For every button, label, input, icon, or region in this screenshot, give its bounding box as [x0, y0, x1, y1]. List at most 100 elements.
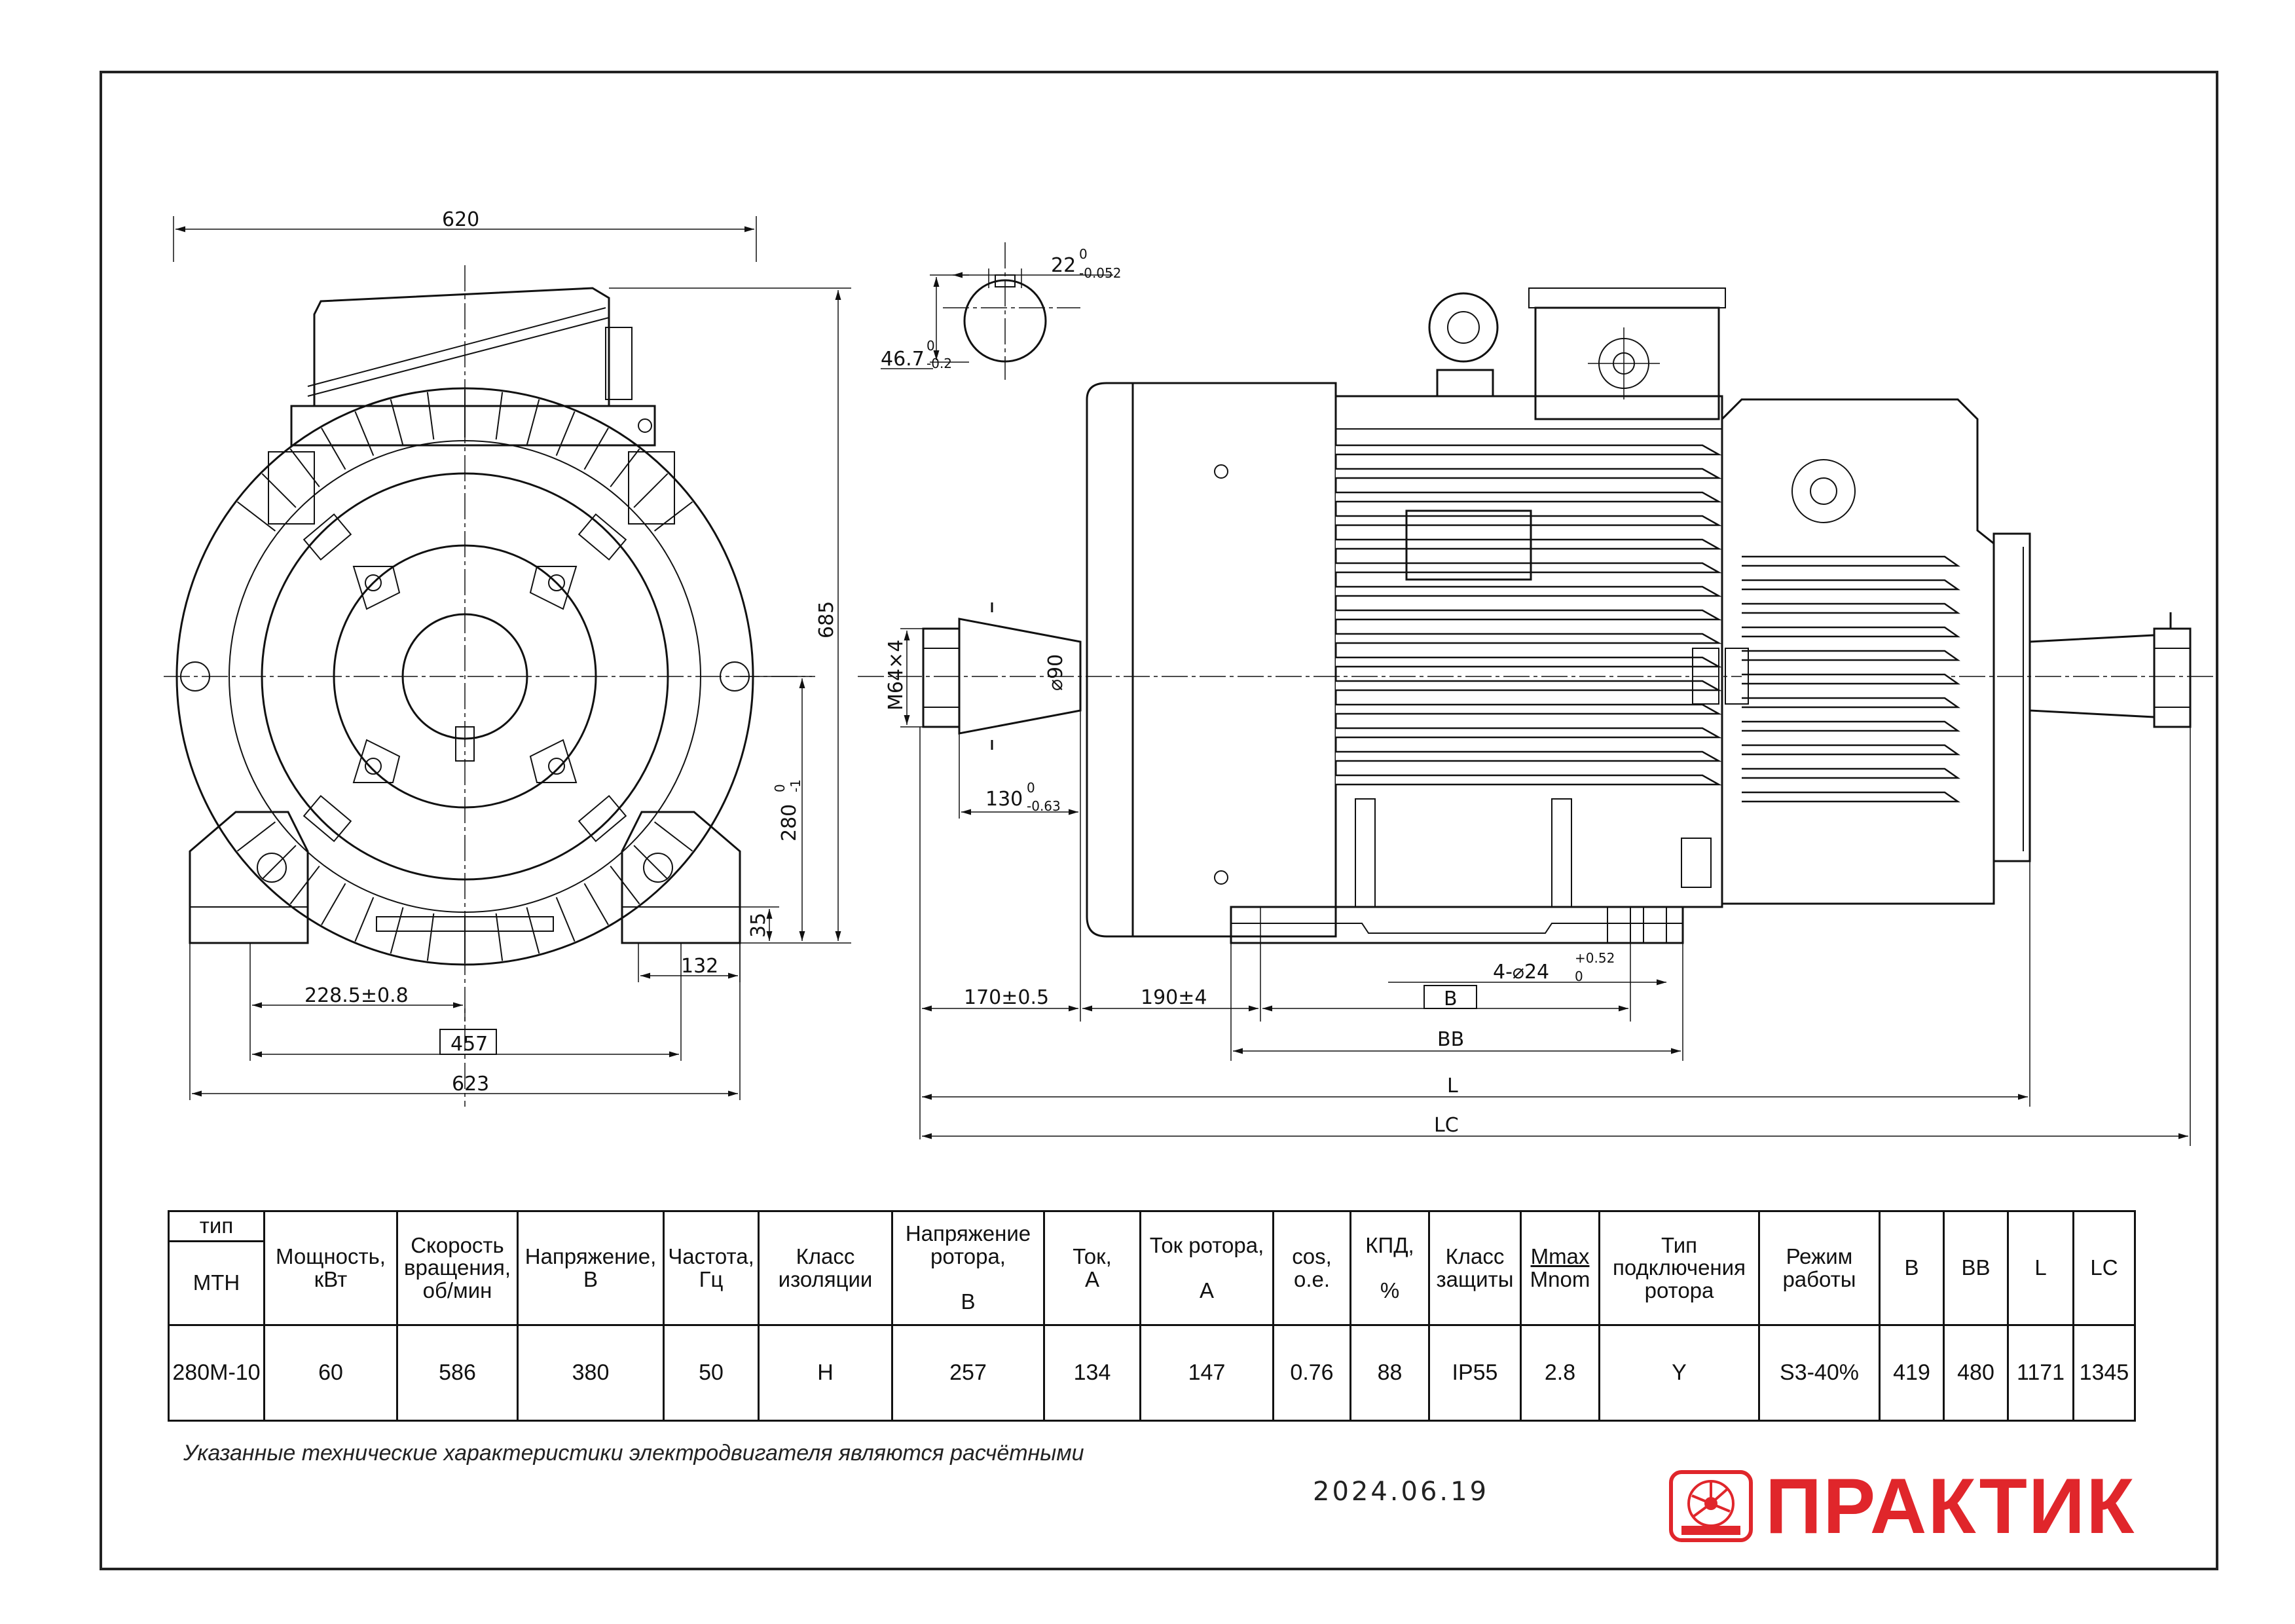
side-fin: [1336, 656, 1722, 668]
side-dimensions: M64×4 ⌀90 130 0 -0.63 170±0.5 190±4 4-⌀2…: [885, 628, 2191, 1146]
dim-BB: BB: [1437, 1028, 1464, 1051]
cell-cos: 0.76: [1272, 1324, 1351, 1422]
dim-key-46: 46.7: [881, 348, 925, 371]
fin-line: [583, 883, 609, 925]
fin-line: [390, 399, 404, 446]
fin-line: [261, 845, 297, 880]
side-fin: [1336, 703, 1722, 715]
cell-frequency: 50: [663, 1324, 760, 1422]
footnote: Указанные технические характеристики эле…: [183, 1441, 1084, 1466]
front-view: [164, 265, 815, 1107]
cell-power: 60: [263, 1324, 398, 1422]
header-rotor-current: Ток ротора,А: [1139, 1210, 1274, 1326]
rear-fin: [1742, 791, 1960, 803]
fin-line: [321, 883, 346, 925]
side-fin: [1336, 585, 1722, 597]
cell-efficiency: 88: [1349, 1324, 1430, 1422]
dim-620: 620: [442, 208, 479, 231]
side-fin: [1336, 609, 1722, 621]
dim-685: 685: [815, 601, 838, 638]
header-insulation: Класс изоляции: [758, 1210, 893, 1326]
dim-228: 228.5±0.8: [304, 984, 409, 1007]
spec-table: тип Мощность, кВт Скорость вращения, об/…: [168, 1210, 2136, 1422]
dim-L: L: [1447, 1075, 1458, 1098]
fin-line: [426, 913, 435, 961]
fin-line: [653, 501, 693, 532]
drawing-frame: [100, 71, 2218, 1570]
drawing-date: 2024.06.19: [1313, 1477, 1490, 1507]
fin-line: [610, 448, 640, 488]
cell-BB: 480: [1943, 1324, 2009, 1422]
dim-170: 170±0.5: [964, 986, 1049, 1009]
dim-B: B: [1444, 987, 1458, 1010]
svg-text:0: 0: [772, 784, 788, 792]
header-cos: cos, o.e.: [1272, 1210, 1351, 1326]
cell-current: 134: [1043, 1324, 1141, 1422]
brand-emblem-icon: [1669, 1470, 1753, 1542]
rear-fin: [1742, 602, 1960, 614]
table-row: 280M-10 60 586 380 50 H 257 134 147 0.76…: [168, 1324, 2136, 1422]
side-fin: [1336, 774, 1722, 786]
dim-132: 132: [681, 955, 718, 978]
fin-line: [321, 428, 346, 470]
svg-text:0: 0: [1027, 780, 1035, 796]
side-fins: [1336, 444, 1960, 803]
header-frequency: Частота, Гц: [663, 1210, 760, 1326]
cell-duty-mode: S3-40%: [1758, 1324, 1881, 1422]
header-duty-mode: Режим работы: [1758, 1210, 1881, 1326]
fin-line: [354, 411, 375, 456]
cell-B: 419: [1879, 1324, 1945, 1422]
dim-holes: 4-⌀24: [1493, 961, 1549, 984]
fin-line: [583, 428, 609, 470]
header-series: МТН: [168, 1240, 265, 1326]
header-LC: LC: [2072, 1210, 2136, 1326]
cell-protection: IP55: [1428, 1324, 1522, 1422]
fin-line: [495, 392, 504, 440]
cell-torque-ratio: 2.8: [1520, 1324, 1600, 1422]
fin-line: [555, 411, 576, 456]
key-section: 22 0 -0.052 46.7 0 -0.2: [881, 242, 1121, 380]
header-voltage: Напряжение, В: [517, 1210, 665, 1326]
side-fin: [1336, 680, 1722, 692]
svg-text:0: 0: [1575, 969, 1583, 984]
fin-line: [555, 896, 576, 942]
cell-rotor-voltage: 257: [891, 1324, 1045, 1422]
side-view: [858, 287, 2213, 944]
svg-text:-0.052: -0.052: [1079, 265, 1121, 281]
rear-fin: [1742, 626, 1960, 638]
svg-text:0: 0: [1079, 246, 1088, 262]
header-type: тип: [168, 1210, 265, 1242]
svg-text:0: 0: [927, 338, 935, 354]
svg-text:-1: -1: [788, 779, 803, 792]
front-dimensions: 620 685 280 0 -1 35 132 228.5±0.8 457 62…: [173, 208, 851, 1100]
header-B: B: [1879, 1210, 1945, 1326]
cell-L: 1171: [2007, 1324, 2074, 1422]
rear-fin: [1742, 673, 1960, 685]
side-fin: [1336, 750, 1722, 762]
header-protection: Класс защиты: [1428, 1210, 1522, 1326]
header-power: Мощность, кВт: [263, 1210, 398, 1326]
rear-fin: [1742, 579, 1960, 591]
dim-280: 280: [778, 804, 801, 841]
rear-fin: [1742, 650, 1960, 661]
fin-line: [495, 913, 504, 961]
fin-line: [236, 821, 276, 852]
dim-190: 190±4: [1141, 986, 1207, 1009]
cell-rotor-connection: Y: [1598, 1324, 1760, 1422]
dim-thread: M64×4: [885, 640, 908, 710]
header-L: L: [2007, 1210, 2074, 1326]
dim-35: 35: [747, 913, 770, 938]
fin-line: [289, 865, 320, 905]
brand-logo: ПРАКТИК: [1668, 1467, 2135, 1545]
header-rotor-connection: Тип подключения ротора: [1598, 1210, 1760, 1326]
svg-text:+0.52: +0.52: [1575, 950, 1615, 966]
cell-type: 280M-10: [168, 1324, 265, 1422]
brand-name: ПРАКТИК: [1765, 1462, 2136, 1550]
fin-line: [633, 845, 669, 880]
side-fin: [1336, 515, 1722, 526]
side-fin: [1336, 562, 1722, 574]
cell-rotor-current: 147: [1139, 1324, 1274, 1422]
fin-line: [526, 399, 540, 446]
fin-line: [354, 896, 375, 942]
header-current: Ток,А: [1043, 1210, 1141, 1326]
